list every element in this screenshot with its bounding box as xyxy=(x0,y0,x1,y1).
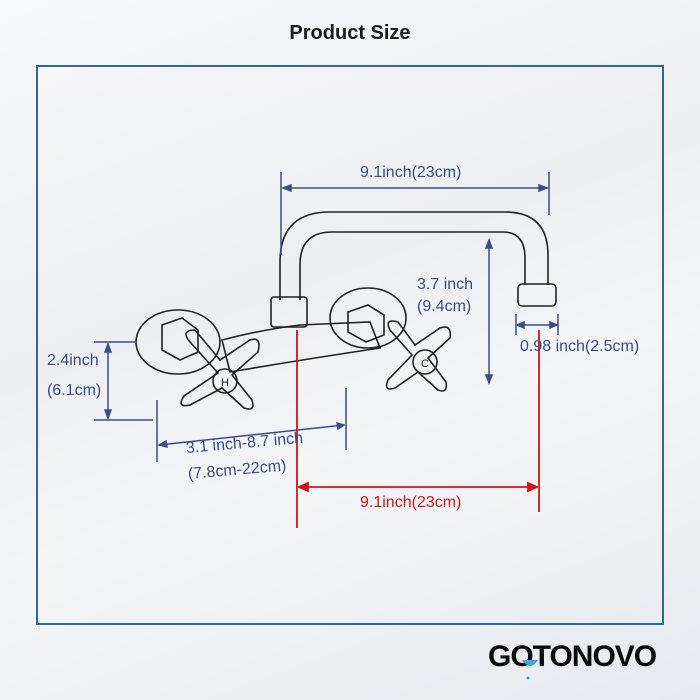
dimension-lines xyxy=(94,172,559,462)
brand-logo: GOTONOVO xyxy=(488,640,657,673)
handle-height-label: 2.4inch xyxy=(47,352,99,369)
red-spout-reach-label: 9.1inch(23cm) xyxy=(360,494,462,511)
outlet-diameter-label: 0.98 inch(2.5cm) xyxy=(520,338,640,355)
red-dimension xyxy=(296,330,540,528)
spout-height-label: 3.7 inch xyxy=(417,276,474,293)
spout-height-cm-label: (9.4cm) xyxy=(417,298,472,315)
diagram-frame xyxy=(36,65,664,625)
handle-height-cm-label: (6.1cm) xyxy=(47,382,102,399)
hot-label: H xyxy=(221,377,229,389)
faucet-sketch xyxy=(135,211,557,410)
cold-label: C xyxy=(421,358,429,370)
spout-reach-label: 9.1inch(23cm) xyxy=(360,164,462,181)
page-title: Product Size xyxy=(289,22,411,44)
